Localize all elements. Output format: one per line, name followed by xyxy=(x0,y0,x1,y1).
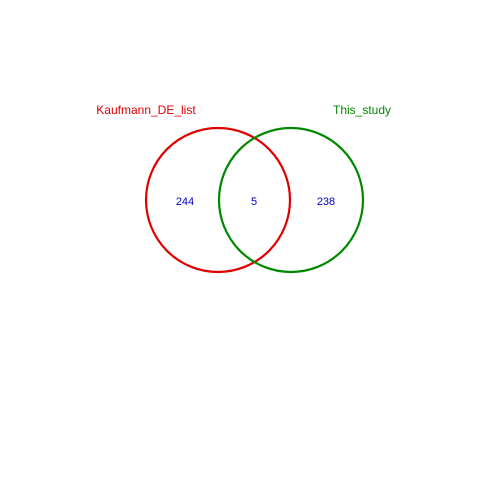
set-circle-kaufmann xyxy=(144,126,292,274)
count-overlap: 5 xyxy=(251,196,257,208)
set-label-kaufmann: Kaufmann_DE_list xyxy=(96,103,196,117)
count-left-only: 244 xyxy=(176,196,194,208)
set-label-this-study: This_study xyxy=(333,103,391,117)
count-right-only: 238 xyxy=(317,196,335,208)
set-circle-this-study xyxy=(217,126,365,274)
